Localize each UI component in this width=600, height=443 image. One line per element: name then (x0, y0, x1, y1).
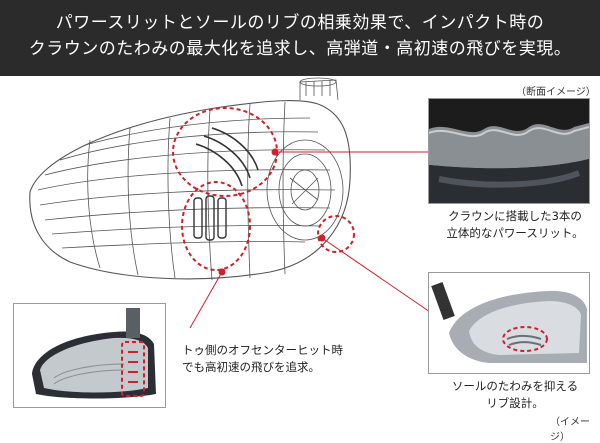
sole-rib-image (429, 273, 589, 373)
image-note-label: （イメージ） (550, 417, 590, 443)
toe-caption-line-2: でも高初速の飛びを追求。 (182, 360, 320, 374)
sole-caption-line-1: ソールのたわみを抑える (451, 379, 579, 393)
sole-rib-inset (428, 272, 590, 374)
sole-caption-line-2: リブ設計。 (486, 396, 544, 410)
cross-section-inset (428, 98, 590, 204)
headline-line-2: クラウンのたわみの最大化を追求し、高弾道・高初速の飛びを実現。 (28, 39, 572, 59)
toe-caption: トゥ側のオフセンターヒット時 でも高初速の飛びを追求。 (182, 342, 343, 376)
cross-section-image (429, 99, 589, 203)
header-banner: パワースリットとソールのリブの相乗効果で、インパクト時の クラウンのたわみの最大… (0, 0, 600, 76)
toe-side-image (14, 304, 165, 407)
crown-caption-line-2: 立体的なパワースリット。 (446, 226, 584, 240)
section-image-label: （断面イメージ） (516, 87, 596, 98)
sole-caption: ソールのたわみを抑える リブ設計。 (440, 378, 590, 412)
crown-caption: クラウンに搭載した3本の 立体的なパワースリット。 (440, 208, 590, 242)
toe-caption-line-1: トゥ側のオフセンターヒット時 (182, 343, 343, 357)
club-head-wireframe-illustration (29, 77, 431, 329)
crown-caption-line-1: クラウンに搭載した3本の (448, 209, 582, 223)
headline-line-1: パワースリットとソールのリブの相乗効果で、インパクト時の (55, 13, 545, 33)
toe-side-inset (13, 303, 166, 408)
